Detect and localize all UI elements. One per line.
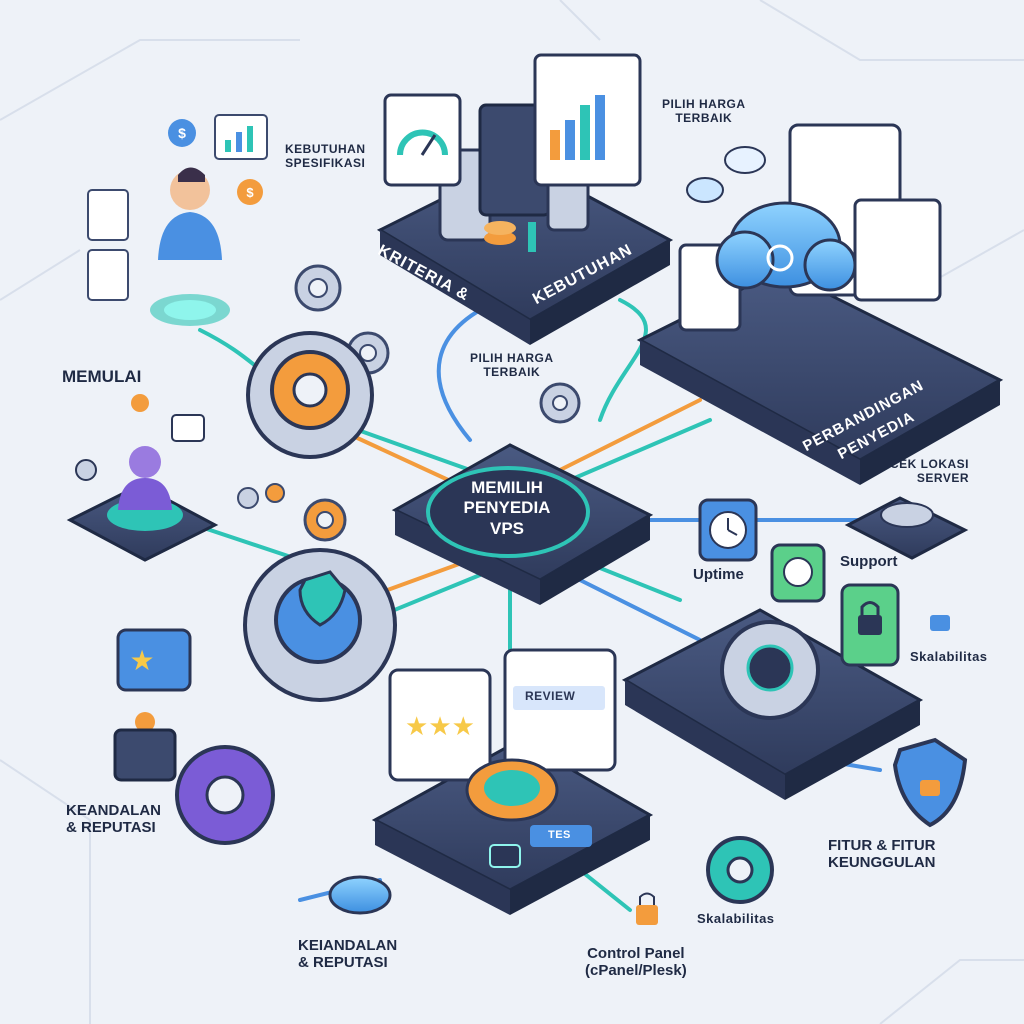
label-scalability-bottom: Skalabilitas <box>697 911 775 926</box>
review-platform: ★★★ <box>371 648 654 915</box>
center-title: MEMILIH PENYEDIA VPS <box>432 478 582 539</box>
label-start: MEMULAI <box>62 367 142 386</box>
label-reliability-bottom-line2: & REPUTASI <box>298 954 388 972</box>
label-price-mid-line1: PILIH HARGA <box>470 351 554 365</box>
bar-chart-panel-icon <box>533 53 642 187</box>
compare-platform <box>636 123 1004 485</box>
label-price-mid: PILIH HARGA TERBAIK <box>470 351 554 380</box>
shield-gear-icon <box>243 548 397 702</box>
center-title-line1: MEMILIH <box>471 478 543 497</box>
svg-text:$: $ <box>246 185 254 200</box>
center-platform <box>391 443 654 605</box>
label-price-top-line2: TERBAIK <box>675 110 733 125</box>
screen-review-text: REVIEW <box>525 689 576 703</box>
features-platform <box>621 608 924 800</box>
center-title-line2: PENYEDIA <box>463 498 551 518</box>
purple-gear-icon <box>175 745 275 845</box>
cloud-icon <box>686 146 857 292</box>
label-needs: KEBUTUHAN SPESIFIKASI <box>285 142 366 171</box>
clock-icon <box>698 498 758 562</box>
support-headset-icon <box>770 543 826 603</box>
label-reliability-left-line2: & REPUTASI <box>66 819 156 837</box>
teal-gear-icon <box>706 836 774 904</box>
label-reliability-bottom: KEIANDALAN & REPUTASI <box>298 937 397 972</box>
label-location: CEK LOKASI SERVER <box>890 457 970 486</box>
gauge-icon <box>383 93 462 187</box>
svg-text:★★★: ★★★ <box>405 711 475 741</box>
label-needs-line2: SPESIFIKASI <box>285 155 366 170</box>
label-scalability-right: Skalabilitas <box>910 649 988 664</box>
large-gear-icon <box>246 331 374 459</box>
security-shield-icon <box>892 737 968 828</box>
label-price-top-line1: PILIH HARGA <box>662 97 746 111</box>
star-rating-icon: ★ <box>113 628 192 782</box>
label-control-panel-line1: Control Panel <box>587 945 685 962</box>
label-support: Support <box>840 553 898 570</box>
label-needs-line1: KEBUTUHAN <box>285 142 366 156</box>
lock-icon <box>636 583 950 925</box>
label-reliability-bottom-line1: KEIANDALAN <box>298 937 398 954</box>
screen-test-text: TES <box>548 829 571 841</box>
label-price-top: PILIH HARGA TERBAIK <box>662 97 746 126</box>
server-location-icon <box>844 496 969 560</box>
label-location-line2: SERVER <box>916 470 970 485</box>
label-features-line2: KEUNGGULAN <box>828 854 936 872</box>
svg-text:$: $ <box>178 125 186 141</box>
criteria-platform <box>376 103 674 345</box>
bottom-cloud-icon <box>328 875 392 915</box>
person-start-icon <box>66 394 219 562</box>
person-user-icon <box>150 167 230 326</box>
label-control-panel: Control Panel (cPanel/Plesk) <box>585 945 687 980</box>
dollar-icon: $ $ <box>168 119 263 205</box>
label-reliability-left: KEANDALAN & REPUTASI <box>66 802 161 837</box>
label-features-line1: FITUR & FITUR <box>828 837 936 854</box>
label-uptime: Uptime <box>693 566 744 583</box>
center-title-line3: VPS <box>489 518 525 538</box>
svg-text:★: ★ <box>129 645 154 676</box>
label-reliability-left-line1: KEANDALAN <box>66 802 161 819</box>
label-control-panel-line2: (cPanel/Plesk) <box>585 962 687 980</box>
label-features: FITUR & FITUR KEUNGGULAN <box>828 837 936 872</box>
label-price-mid-line2: TERBAIK <box>483 364 541 379</box>
chart-window-icon <box>87 114 268 301</box>
label-location-line1: CEK LOKASI <box>890 457 970 471</box>
